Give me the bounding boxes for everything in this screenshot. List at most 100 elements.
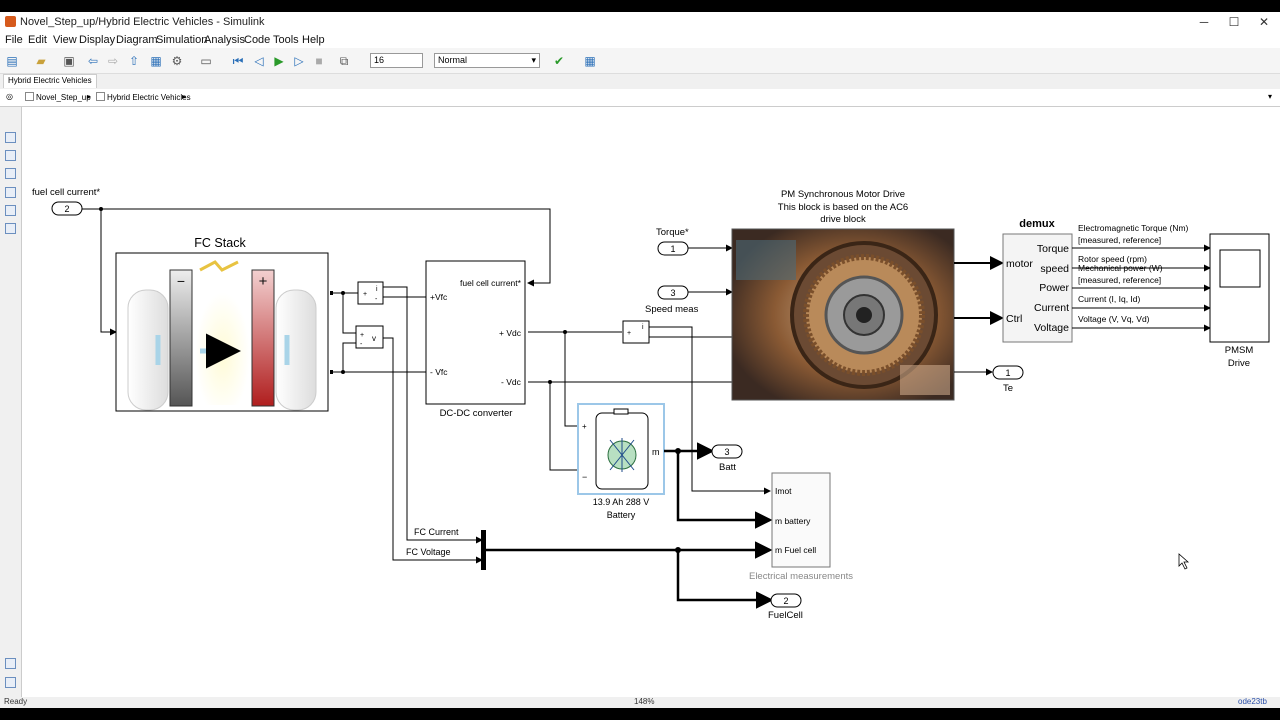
- signal-line: [82, 208, 551, 287]
- area-icon[interactable]: [5, 223, 16, 234]
- pmsm-scope-block[interactable]: PMSM Drive: [1209, 233, 1270, 369]
- port-vdc-plus: + Vdc: [499, 328, 522, 338]
- fit-view-icon[interactable]: [5, 150, 16, 161]
- svg-text:−: −: [177, 273, 185, 289]
- step-back-icon[interactable]: ⏮: [232, 54, 244, 68]
- run-icon[interactable]: ▶: [274, 54, 284, 68]
- elec-label: Electrical measurements: [749, 571, 853, 582]
- port-fuel-cell-current: fuel cell current*: [460, 278, 522, 288]
- mux-block[interactable]: [481, 530, 486, 570]
- motor-current-sensor-block[interactable]: + i: [622, 320, 650, 344]
- fc-voltage-label: FC Voltage: [406, 547, 451, 557]
- port-label: fuel cell current*: [32, 187, 100, 198]
- inport-speed-meas[interactable]: 3 Speed meas: [645, 285, 699, 315]
- dc-dc-converter-block[interactable]: fuel cell current* +Vfc - Vfc + Vdc - Vd…: [425, 260, 526, 419]
- current-sensor-block[interactable]: + i -: [357, 281, 384, 305]
- mouse-cursor-icon: [1178, 553, 1190, 570]
- port-number: 1: [1005, 368, 1010, 378]
- menu-help[interactable]: Help: [302, 34, 325, 46]
- status-bar: Ready 148% ode23tb: [0, 697, 1280, 708]
- chevron-down-icon: ▾: [531, 55, 536, 65]
- library-browser-icon[interactable]: ▦: [150, 54, 162, 68]
- outport-fuelcell[interactable]: 2 FuelCell: [768, 593, 803, 621]
- menu-view[interactable]: View: [53, 34, 77, 46]
- screenshot-icon[interactable]: [5, 658, 16, 669]
- chevron-down-icon[interactable]: ▾: [1268, 92, 1273, 101]
- menu-simulation[interactable]: Simulation: [156, 34, 208, 46]
- port-label: FuelCell: [768, 610, 803, 621]
- toolbar: ▤ ▰ ▣ ⇦ ⇨ ⇧ ▦ ⚙ ▭ ⏮ ◁ ▶ ▷ ■ ⧉ 16 Normal▾…: [0, 48, 1280, 74]
- menu-code[interactable]: Code: [244, 34, 271, 46]
- demux-out-speed: speed: [1040, 263, 1069, 275]
- step-forward-icon[interactable]: ▷: [294, 54, 304, 68]
- battery-plus: +: [582, 422, 587, 431]
- menu-edit[interactable]: Edit: [28, 34, 47, 46]
- port-number: 3: [670, 288, 675, 298]
- step-back2-icon[interactable]: ◁: [254, 54, 264, 68]
- forward-icon[interactable]: ⇨: [107, 54, 119, 68]
- model-icon: [25, 92, 34, 101]
- inport-torque[interactable]: 1 Torque*: [656, 227, 689, 256]
- voltage-sensor-block[interactable]: + v -: [355, 325, 384, 349]
- model-canvas[interactable]: 2 fuel cell current* FC Stack − +: [22, 107, 1280, 697]
- breadcrumb-root[interactable]: Novel_Step_up: [36, 93, 91, 102]
- hide-browser-icon[interactable]: ◎: [6, 92, 13, 101]
- left-palette: »: [0, 107, 22, 708]
- menu-display[interactable]: Display: [79, 34, 116, 46]
- demux-title: demux: [1019, 218, 1055, 230]
- breadcrumb-current[interactable]: Hybrid Electric Vehicles: [107, 93, 191, 102]
- menu-analysis[interactable]: Analysis: [204, 34, 245, 46]
- model-advisor-icon[interactable]: ✔: [553, 54, 565, 68]
- battery-block[interactable]: + − m 13.9 Ah 288 V Battery: [577, 403, 665, 520]
- save-icon[interactable]: ▣: [63, 54, 75, 68]
- fc-stack-block[interactable]: FC Stack − +: [115, 236, 329, 412]
- menu-file[interactable]: File: [5, 34, 23, 46]
- arrows-icon[interactable]: [5, 168, 16, 179]
- open-folder-icon[interactable]: ▰: [36, 54, 46, 68]
- scope-label: Drive: [1228, 358, 1250, 369]
- model-settings-gear-icon[interactable]: ⚙: [171, 54, 183, 68]
- stop-time-input[interactable]: 16: [370, 53, 423, 68]
- stop-icon[interactable]: ■: [315, 54, 323, 68]
- outport-te[interactable]: 1 Te: [992, 365, 1024, 394]
- signal-label: Electromagnetic Torque (Nm): [1078, 223, 1189, 233]
- annotation-icon[interactable]: [5, 205, 16, 216]
- solver-link[interactable]: ode23tb: [1238, 697, 1267, 706]
- back-icon[interactable]: ⇦: [87, 54, 99, 68]
- demux-out-current: Current: [1034, 302, 1069, 314]
- plus-label: +: [360, 332, 364, 339]
- port-marker: [330, 370, 333, 374]
- zoom-icon[interactable]: [5, 132, 16, 143]
- up-level-icon[interactable]: ⇧: [128, 54, 140, 68]
- new-model-icon[interactable]: ▤: [6, 54, 18, 68]
- plus-label: +: [627, 330, 631, 337]
- model-explorer-icon[interactable]: ▭: [200, 54, 212, 68]
- minimize-button[interactable]: ─: [1199, 15, 1209, 29]
- signal-line: [100, 209, 117, 336]
- report-icon[interactable]: [5, 677, 16, 688]
- data-inspector-icon[interactable]: ⧉: [339, 54, 349, 68]
- branch-point: [99, 207, 103, 211]
- fc-stack-title: FC Stack: [194, 236, 246, 250]
- demux-out-voltage: Voltage: [1034, 322, 1069, 334]
- status-ready: Ready: [4, 697, 28, 706]
- scope-label: PMSM: [1225, 345, 1254, 356]
- build-icon[interactable]: ▦: [584, 54, 596, 68]
- image-icon[interactable]: [5, 187, 16, 198]
- electrical-measurements-block[interactable]: Imot m battery m Fuel cell Electrical me…: [749, 472, 853, 582]
- elec-port-battery: m battery: [775, 516, 811, 526]
- tab-hybrid-electric-vehicles[interactable]: Hybrid Electric Vehicles: [3, 74, 97, 88]
- maximize-button[interactable]: ☐: [1228, 15, 1240, 29]
- pmsm-drive-block[interactable]: [731, 228, 955, 401]
- inport-fuel-cell-current[interactable]: 2 fuel cell current*: [32, 187, 100, 216]
- chevron-right-icon: ▸: [87, 92, 92, 101]
- simulation-mode-select[interactable]: Normal▾: [434, 53, 540, 68]
- close-button[interactable]: ✕: [1258, 15, 1270, 29]
- outport-batt[interactable]: 3 Batt: [711, 444, 743, 473]
- plus-label: +: [363, 291, 367, 298]
- sensor-i-label: i: [642, 324, 644, 331]
- menu-tools[interactable]: Tools: [273, 34, 299, 46]
- minus-label: -: [375, 296, 378, 303]
- demux-block[interactable]: motor Ctrl Torque speed Power Current Vo…: [1002, 233, 1073, 343]
- menu-diagram[interactable]: Diagram: [116, 34, 158, 46]
